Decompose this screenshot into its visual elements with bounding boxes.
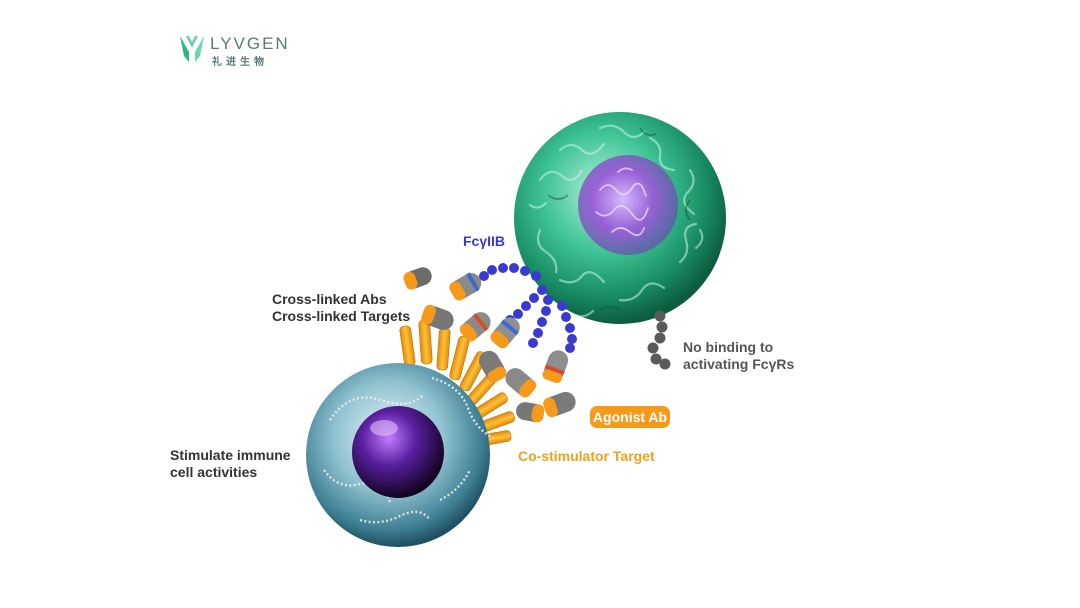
inactive-fc-chain — [647, 310, 671, 370]
agonist-ab-badge: Agonist Ab — [590, 406, 670, 428]
immune-cell — [306, 363, 495, 547]
green-cell — [514, 112, 726, 324]
cross-linked-abs-label: Cross-linked Abs — [272, 291, 387, 307]
lyvgen-logo-icon — [180, 36, 204, 62]
logo-wordmark: LYVGEN — [210, 34, 290, 53]
no-binding-label-line1: No binding to — [683, 339, 774, 355]
logo-subtitle: 礼进生物 — [212, 57, 268, 68]
fcgiib-receptor-chains — [479, 263, 577, 353]
stimulate-label-line2: cell activities — [170, 464, 258, 480]
no-binding-label-line2: activating FcγRs — [683, 356, 795, 372]
antibody-cluster — [403, 267, 576, 423]
lyvgen-logo: LYVGEN 礼进生物 — [178, 32, 288, 68]
fcgiib-label: FcγIIB — [463, 233, 506, 249]
costimulator-target-label: Co-stimulator Target — [518, 448, 655, 464]
stimulate-label-line1: Stimulate immune — [170, 447, 291, 463]
cross-linked-targets-label: Cross-linked Targets — [272, 308, 411, 324]
